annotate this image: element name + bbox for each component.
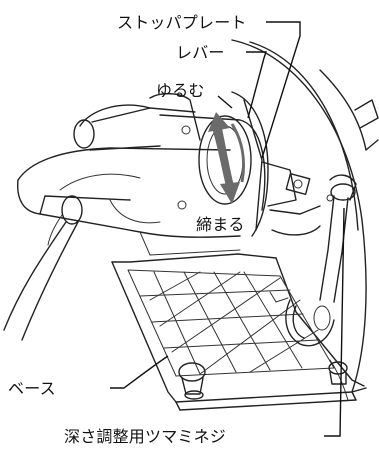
- loosen-label: ゆるむ: [156, 81, 205, 100]
- lever-label: レバー: [176, 43, 225, 62]
- base-plate: [111, 253, 367, 411]
- rotation-arrow-icon: [208, 112, 246, 204]
- leader-lines: [110, 21, 345, 437]
- lever-assembly: [231, 91, 321, 237]
- base-label: ベース: [8, 379, 56, 398]
- depth-knob-label: 深さ調整用ツマミネジ: [64, 427, 226, 446]
- callout-labels: ストッパプレート レバー ゆるむ 締まる ベース 深さ調整用ツマミネジ: [8, 13, 247, 446]
- tighten-label: 締まる: [196, 215, 245, 234]
- depth-knob: [319, 174, 357, 303]
- stopper-plate-label: ストッパプレート: [117, 13, 247, 32]
